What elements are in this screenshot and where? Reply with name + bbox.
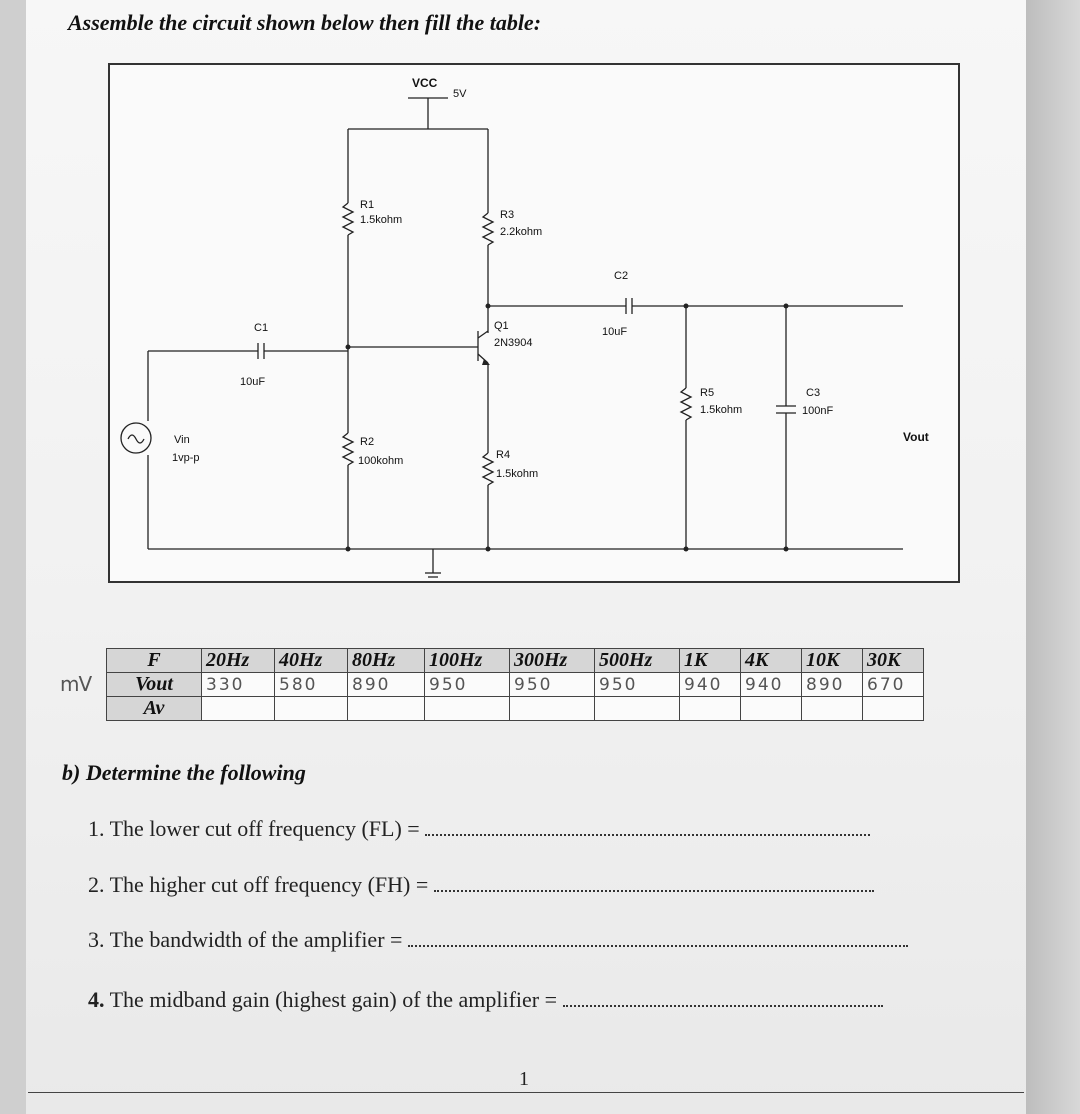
vin-value: 1vp-p xyxy=(172,452,200,464)
vout-label: Vout xyxy=(903,430,929,444)
row-label-av: Av xyxy=(106,696,202,721)
page-number: 1 xyxy=(519,1068,529,1090)
c1-name: C1 xyxy=(254,322,268,334)
r4-value: 1.5kohm xyxy=(496,468,538,480)
table-row-av: Av xyxy=(106,696,924,721)
c1-value: 10uF xyxy=(240,376,265,388)
r2-name: R2 xyxy=(360,436,374,448)
margin-handwritten-note: mV xyxy=(60,672,92,696)
r1-value: 1.5kohm xyxy=(360,214,402,226)
vcc-value: 5V xyxy=(453,88,467,100)
question-text: The bandwidth of the amplifier = xyxy=(109,927,403,952)
answer-blank[interactable] xyxy=(425,820,871,836)
freq-cell: 4K xyxy=(740,648,802,673)
av-cell xyxy=(424,696,510,721)
r5-name: R5 xyxy=(700,387,714,399)
vout-cell: 890 xyxy=(347,672,425,697)
question-number: 4. xyxy=(88,987,105,1012)
c2-value: 10uF xyxy=(602,326,627,338)
table-row-vout: Vout 330 580 890 950 950 950 940 940 890… xyxy=(106,672,924,697)
freq-cell: 10K xyxy=(801,648,863,673)
av-cell xyxy=(801,696,863,721)
av-cell xyxy=(862,696,924,721)
answer-blank[interactable] xyxy=(407,931,908,947)
r2-value: 100kohm xyxy=(358,455,403,467)
freq-cell: 20Hz xyxy=(201,648,275,673)
circuit-diagram: VCC 5V R1 1.5kohm R3 2.2kohm C2 10uF Q1 … xyxy=(108,63,960,583)
freq-cell: 100Hz xyxy=(424,648,510,673)
question-3: 3. The bandwidth of the amplifier = xyxy=(88,927,908,953)
freq-cell: 40Hz xyxy=(274,648,348,673)
vout-cell: 950 xyxy=(509,672,595,697)
c2-name: C2 xyxy=(614,270,628,282)
question-2: 2. The higher cut off frequency (FH) = xyxy=(88,872,874,898)
av-cell xyxy=(740,696,802,721)
r3-name: R3 xyxy=(500,209,514,221)
r3-value: 2.2kohm xyxy=(500,226,542,238)
question-4: 4. The midband gain (highest gain) of th… xyxy=(88,987,883,1013)
part-b-heading: b) Determine the following xyxy=(62,760,306,785)
vout-cell: 890 xyxy=(801,672,863,697)
av-cell xyxy=(594,696,680,721)
question-number: 2. xyxy=(88,872,105,897)
freq-cell: 1K xyxy=(679,648,741,673)
freq-cell: 30K xyxy=(862,648,924,673)
question-number: 1. xyxy=(88,816,105,841)
r4-name: R4 xyxy=(496,449,510,461)
question-text: The lower cut off frequency (FL) = xyxy=(109,816,420,841)
freq-cell: 80Hz xyxy=(347,648,425,673)
av-cell xyxy=(509,696,595,721)
answer-blank[interactable] xyxy=(433,876,874,892)
av-cell xyxy=(274,696,348,721)
background-shadow xyxy=(1026,0,1080,1114)
vout-cell: 950 xyxy=(424,672,510,697)
freq-cell: 300Hz xyxy=(509,648,595,673)
vout-cell: 950 xyxy=(594,672,680,697)
c3-name: C3 xyxy=(806,387,820,399)
answer-blank[interactable] xyxy=(562,991,883,1007)
footer-divider xyxy=(28,1092,1024,1093)
question-1: 1. The lower cut off frequency (FL) = xyxy=(88,816,871,842)
c3-value: 100nF xyxy=(802,405,833,417)
instruction-heading: Assemble the circuit shown below then fi… xyxy=(68,10,542,35)
vout-cell: 670 xyxy=(862,672,924,697)
av-cell xyxy=(679,696,741,721)
r1-name: R1 xyxy=(360,199,374,211)
vout-cell: 940 xyxy=(740,672,802,697)
freq-cell: 500Hz xyxy=(594,648,680,673)
row-label-vout: Vout xyxy=(106,672,202,697)
q1-name: Q1 xyxy=(494,320,509,332)
vout-cell: 940 xyxy=(679,672,741,697)
measurement-table: F 20Hz 40Hz 80Hz 100Hz 300Hz 500Hz 1K 4K… xyxy=(106,648,924,721)
q1-part: 2N3904 xyxy=(494,337,533,349)
question-text: The midband gain (highest gain) of the a… xyxy=(109,987,557,1012)
vin-name: Vin xyxy=(174,434,190,446)
row-label-f: F xyxy=(106,648,202,673)
question-number: 3. xyxy=(88,927,105,952)
vcc-label: VCC xyxy=(412,76,438,90)
vout-cell: 580 xyxy=(274,672,348,697)
table-row-frequency: F 20Hz 40Hz 80Hz 100Hz 300Hz 500Hz 1K 4K… xyxy=(106,648,924,673)
r5-value: 1.5kohm xyxy=(700,404,742,416)
vout-cell: 330 xyxy=(201,672,275,697)
av-cell xyxy=(347,696,425,721)
question-text: The higher cut off frequency (FH) = xyxy=(109,872,429,897)
av-cell xyxy=(201,696,275,721)
circuit-frame xyxy=(108,63,960,583)
